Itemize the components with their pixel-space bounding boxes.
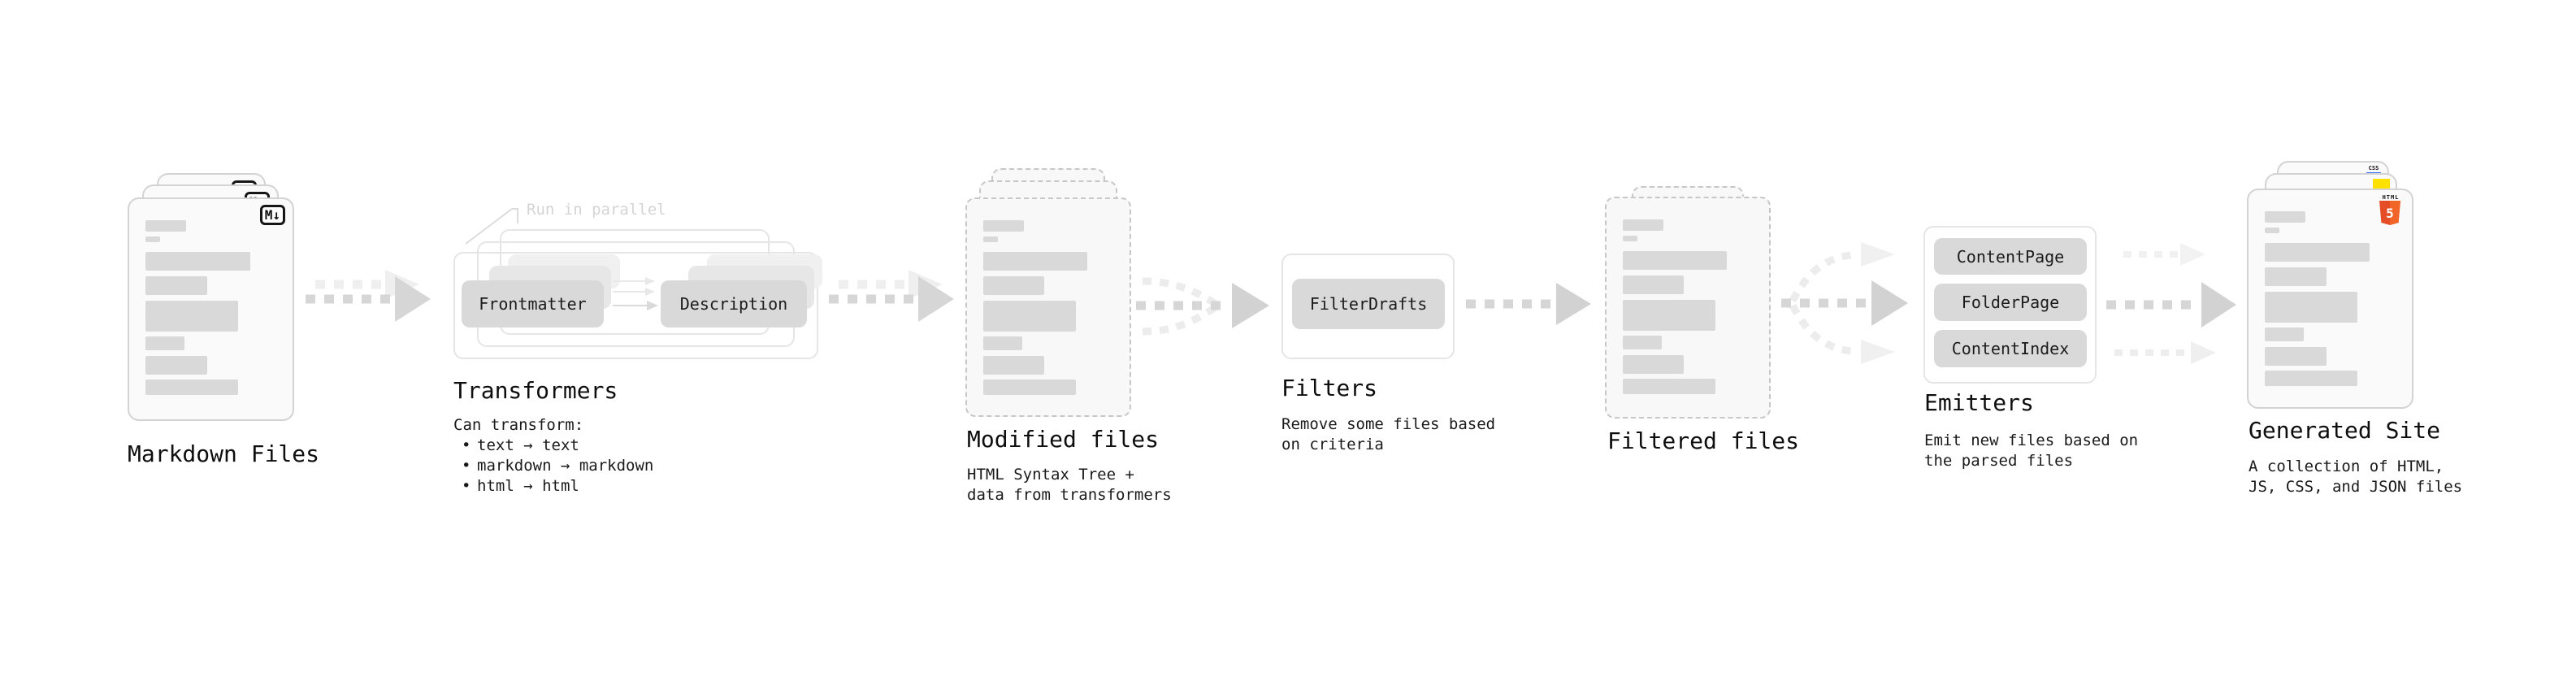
filters-group: FilterDrafts — [1281, 254, 1455, 359]
subtitle-line: JS, CSS, and JSON files — [2249, 478, 2463, 496]
subtitle-line: Remove some files based — [1281, 415, 1496, 433]
html5-icon-label: HTML — [2382, 194, 2400, 201]
svg-text:5: 5 — [2386, 206, 2394, 221]
frontmatter-transformer-pill: Frontmatter — [462, 280, 604, 327]
file-content-placeholder — [129, 199, 293, 395]
emitters-box — [1923, 226, 2097, 384]
transform-bullet: • html → html — [453, 476, 653, 497]
bullet-icon: • — [462, 457, 471, 475]
subtitle-line: on criteria — [1281, 436, 1384, 453]
filters-subtitle: Remove some files based on criteria — [1281, 414, 1495, 455]
transformer-run-box-front — [453, 252, 818, 359]
file-content-placeholder — [1607, 198, 1769, 394]
parallel-arrows-icon — [613, 277, 658, 310]
bullet-text: html → html — [477, 477, 579, 495]
filter-drafts-pill: FilterDrafts — [1292, 279, 1445, 329]
arrow-emitters-to-generated — [2106, 243, 2236, 364]
arrow-filters-to-filtered — [1466, 283, 1591, 325]
emitters-subtitle: Emit new files based on the parsed files — [1924, 431, 2138, 471]
transformers-title: Transformers — [453, 377, 618, 404]
subtitle-line: Emit new files based on — [1924, 432, 2139, 449]
run-in-parallel-note: Run in parallel — [527, 201, 666, 219]
emitters-group: ContentPage FolderPage ContentIndex — [1923, 226, 2097, 384]
modified-file-card-front — [965, 197, 1131, 417]
transform-bullet: • markdown → markdown — [453, 456, 653, 476]
run-in-parallel-callout-line — [465, 208, 518, 245]
filtered-files-stack — [1605, 186, 1771, 422]
filtered-file-card-front — [1605, 197, 1771, 419]
markdown-icon: M↓ — [259, 205, 285, 225]
css-icon-label: CSS — [2368, 165, 2379, 171]
modified-files-subtitle: HTML Syntax Tree + data from transformer… — [967, 465, 1172, 505]
modified-files-stack — [965, 168, 1131, 417]
modified-files-title: Modified files — [967, 426, 1160, 453]
generated-site-title: Generated Site — [2249, 417, 2441, 444]
html5-shield: 5 — [2379, 201, 2400, 225]
transformers-group: Frontmatter Description — [453, 229, 835, 363]
markdown-file-card-front: M↓ — [128, 197, 294, 421]
arrow-modified-to-filters — [1136, 277, 1269, 336]
transformers-description: Can transform: • text → text • markdown → … — [453, 415, 653, 497]
folder-page-pill: FolderPage — [1934, 284, 2087, 321]
subtitle-line: the parsed files — [1924, 452, 2074, 470]
generated-site-stack: CSS HTML 5 — [2247, 161, 2443, 410]
bullet-text: text → text — [477, 436, 579, 454]
content-index-pill: ContentIndex — [1934, 330, 2087, 367]
generated-site-subtitle: A collection of HTML, JS, CSS, and JSON … — [2249, 457, 2462, 497]
markdown-files-title: Markdown Files — [128, 440, 320, 467]
html5-icon: HTML 5 — [2379, 194, 2402, 225]
bullet-text: markdown → markdown — [477, 457, 654, 475]
description-transformer-pill: Description — [661, 280, 807, 327]
subtitle-line: HTML Syntax Tree + — [967, 466, 1134, 484]
js-icon — [2373, 179, 2390, 189]
file-content-placeholder — [967, 199, 1130, 395]
filters-box — [1281, 254, 1455, 359]
bullet-icon: • — [462, 477, 471, 495]
filtered-files-title: Filtered files — [1607, 427, 1800, 454]
bullet-icon: • — [462, 436, 471, 454]
filters-title: Filters — [1281, 375, 1378, 401]
arrow-filtered-to-emitters — [1781, 242, 1908, 364]
arrow-transformers-to-modified — [829, 270, 954, 322]
file-content-placeholder — [2249, 190, 2412, 386]
can-transform-heading: Can transform: — [453, 416, 584, 434]
arrow-markdown-to-transformers — [306, 270, 431, 322]
subtitle-line: data from transformers — [967, 486, 1172, 504]
html-file-card-front: HTML 5 — [2247, 189, 2413, 409]
markdown-files-stack: M↓ M↓ M↓ — [128, 173, 323, 421]
content-page-pill: ContentPage — [1934, 238, 2087, 275]
subtitle-line: A collection of HTML, — [2249, 458, 2444, 475]
emitters-title: Emitters — [1924, 389, 2034, 416]
transform-bullet: • text → text — [453, 436, 653, 456]
